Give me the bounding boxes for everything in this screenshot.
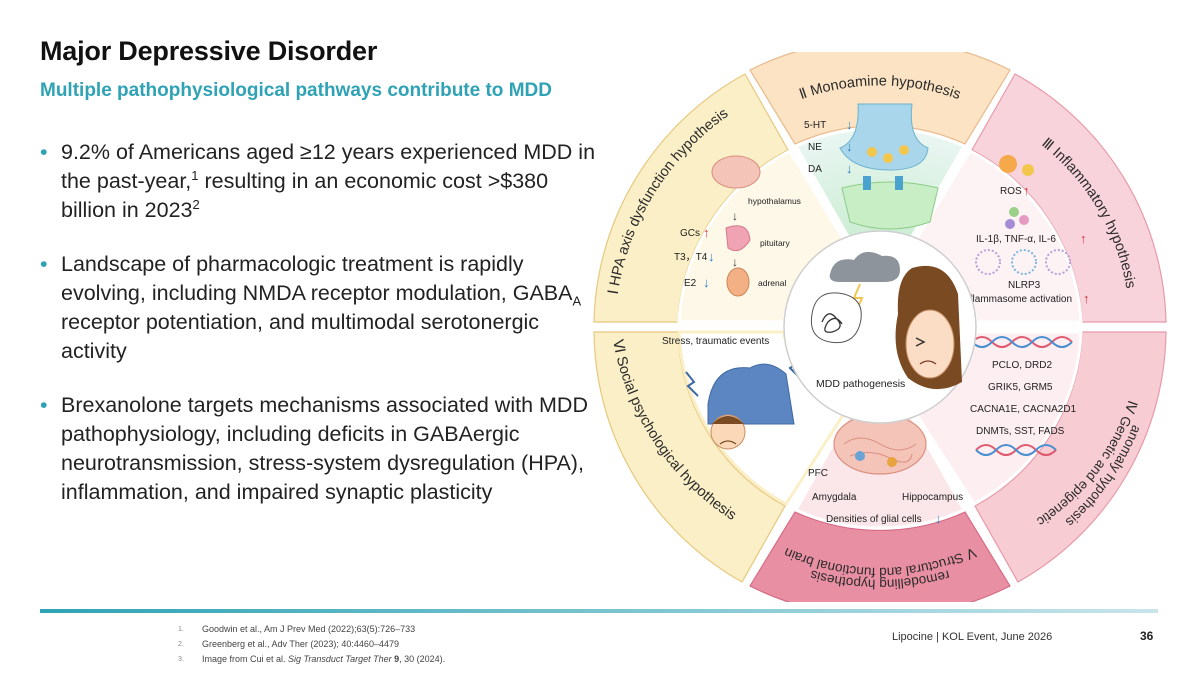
- label-glial: Densities of glial cells: [826, 514, 922, 525]
- up-arrow-icon: ↑: [1080, 231, 1087, 246]
- storm-cloud-icon: [829, 251, 900, 282]
- references-list: 1.Goodwin et al., Am J Prev Med (2022);6…: [178, 622, 445, 667]
- dna-helix-icon: [971, 336, 1073, 348]
- person-hair-icon: [712, 416, 744, 424]
- label-hypothalamus: hypothalamus: [748, 196, 801, 206]
- reference-item: 3.Image from Cui et al. Sig Transduct Ta…: [178, 654, 446, 664]
- slide-subtitle: Multiple pathophysiological pathways con…: [40, 80, 552, 101]
- label-e2: E2: [684, 278, 697, 289]
- dna-helix-icon: [971, 336, 1073, 348]
- sad-mouth-icon: [719, 440, 737, 445]
- social-content: Stress, traumatic events: [662, 336, 801, 450]
- cytokine-icon: [1005, 219, 1015, 229]
- center-label: MDD pathogenesis: [816, 378, 905, 390]
- inflammasome-icon: [1011, 249, 1037, 275]
- label-nlrp3: NLRP3: [1008, 280, 1041, 291]
- label-pfc: PFC: [808, 468, 828, 479]
- label-genes-2: GRIK5, GRM5: [988, 382, 1053, 393]
- footer-event-label: Lipocine | KOL Event, June 2026: [892, 631, 1053, 643]
- hypothalamus-brain-icon: [711, 155, 761, 189]
- up-arrow-icon: ↑: [1083, 291, 1090, 306]
- bullet-item-treatment: •Landscape of pharmacologic treatment is…: [40, 252, 582, 363]
- ring-sector-social: [593, 331, 786, 583]
- receptor-icon: [863, 176, 871, 190]
- postsynaptic-neuron-icon: [841, 181, 939, 230]
- bullet-dot-icon: •: [40, 252, 48, 276]
- sad-mouth-icon: [919, 360, 937, 365]
- bullet-item-brexanolone: •Brexanolone targets mechanisms associat…: [40, 393, 588, 504]
- bullet-item-prevalence: •9.2% of Americans aged ≥12 years experi…: [40, 140, 596, 222]
- receptor-icon: [895, 176, 903, 190]
- structural-content: PFC Amygdala Hippocampus Densities of gl…: [808, 413, 963, 526]
- bullet-dot-icon: •: [40, 393, 48, 417]
- label-genes-3: CACNA1E, CACNA2D1: [970, 404, 1077, 415]
- label-pituitary: pituitary: [760, 238, 791, 248]
- down-arrow-icon: ↓: [708, 249, 715, 264]
- cytokine-icon: [1009, 207, 1019, 217]
- adrenal-icon: [726, 267, 750, 297]
- reference-item: 1.Goodwin et al., Am J Prev Med (2022);6…: [178, 624, 416, 634]
- dna-helix-icon: [975, 444, 1057, 456]
- hippocampus-marker: [887, 457, 897, 467]
- vesicle-icon: [867, 147, 877, 157]
- down-arrow-icon: ↓: [846, 139, 853, 154]
- label-hippocampus: Hippocampus: [902, 492, 963, 503]
- cytokine-icon: [1019, 215, 1029, 225]
- ring-sector-structural: [749, 511, 1011, 602]
- label-genes-1: PCLO, DRD2: [992, 360, 1052, 371]
- label-stress: Stress, traumatic events: [662, 336, 769, 347]
- ros-icon: [1022, 164, 1034, 176]
- up-arrow-icon: ↑: [703, 225, 710, 240]
- vesicle-icon: [883, 153, 893, 163]
- arrow-down-icon: ↓: [732, 209, 738, 223]
- label-gcs: GCs: [680, 228, 700, 239]
- label-genes-4: DNMTs, SST, FADS: [976, 426, 1065, 437]
- ros-icon: [999, 155, 1017, 173]
- label-ne: NE: [808, 142, 822, 153]
- lightning-icon: [685, 371, 699, 397]
- closed-eye-icon: [915, 337, 926, 347]
- ring-sector-monoamine: [749, 52, 1011, 145]
- down-arrow-icon: ↓: [846, 117, 853, 132]
- pituitary-icon: [725, 225, 751, 252]
- vesicle-icon: [899, 145, 909, 155]
- label-amygdala: Amygdala: [812, 492, 857, 503]
- stress-burden-icon: [707, 363, 795, 425]
- down-arrow-icon: ↓: [935, 511, 942, 526]
- down-arrow-icon: ↓: [703, 275, 710, 290]
- label-da: DA: [808, 164, 822, 175]
- label-ros: ROS: [1000, 186, 1022, 197]
- bullet-dot-icon: •: [40, 140, 48, 164]
- monoamine-content: 5-HT NE DA ↓ ↓ ↓: [804, 103, 939, 230]
- genetic-content: PCLO, DRD2 GRIK5, GRM5 CACNA1E, CACNA2D1…: [970, 336, 1077, 456]
- label-t3-t4: T3，T4: [674, 252, 708, 263]
- sad-person-face-icon: [905, 309, 955, 379]
- footer-divider: [40, 609, 1158, 613]
- bullet-list: •9.2% of Americans aged ≥12 years experi…: [38, 138, 598, 532]
- inflammasome-icon: [975, 249, 1001, 275]
- up-arrow-icon: ↑: [1023, 183, 1030, 198]
- slide-title: Major Depressive Disorder: [40, 36, 378, 66]
- arrow-down-icon: ↓: [732, 255, 738, 269]
- center-circle: MDD pathogenesis: [783, 230, 977, 424]
- brain-fold: [843, 437, 917, 451]
- down-arrow-icon: ↓: [846, 161, 853, 176]
- label-5ht: 5-HT: [804, 120, 826, 131]
- label-inflammasome: inflammasome activation: [962, 294, 1072, 305]
- reference-item: 2.Greenberg et al., Adv Ther (2023); 40:…: [178, 639, 399, 649]
- hpa-content: hypothalamus ↓ pituitary ↓ adrenal GCs ↑…: [674, 155, 801, 297]
- label-cytokines: IL-1β, TNF-α, IL-6: [976, 234, 1056, 245]
- inflammasome-icon: [1045, 249, 1071, 275]
- amygdala-marker: [855, 451, 865, 461]
- page-number: 36: [1140, 629, 1154, 643]
- label-adrenal: adrenal: [758, 278, 786, 288]
- ring-sector-inflammatory: [971, 73, 1167, 323]
- inflammatory-content: ROS ↑ IL-1β, TNF-α, IL-6 ↑ NLRP3 inflamm…: [962, 155, 1090, 306]
- mdd-pathogenesis-figure: Ⅱ Monoamine hypothesis Ⅲ Inflammatory hy…: [590, 52, 1170, 602]
- tangled-thoughts-icon: [821, 313, 843, 333]
